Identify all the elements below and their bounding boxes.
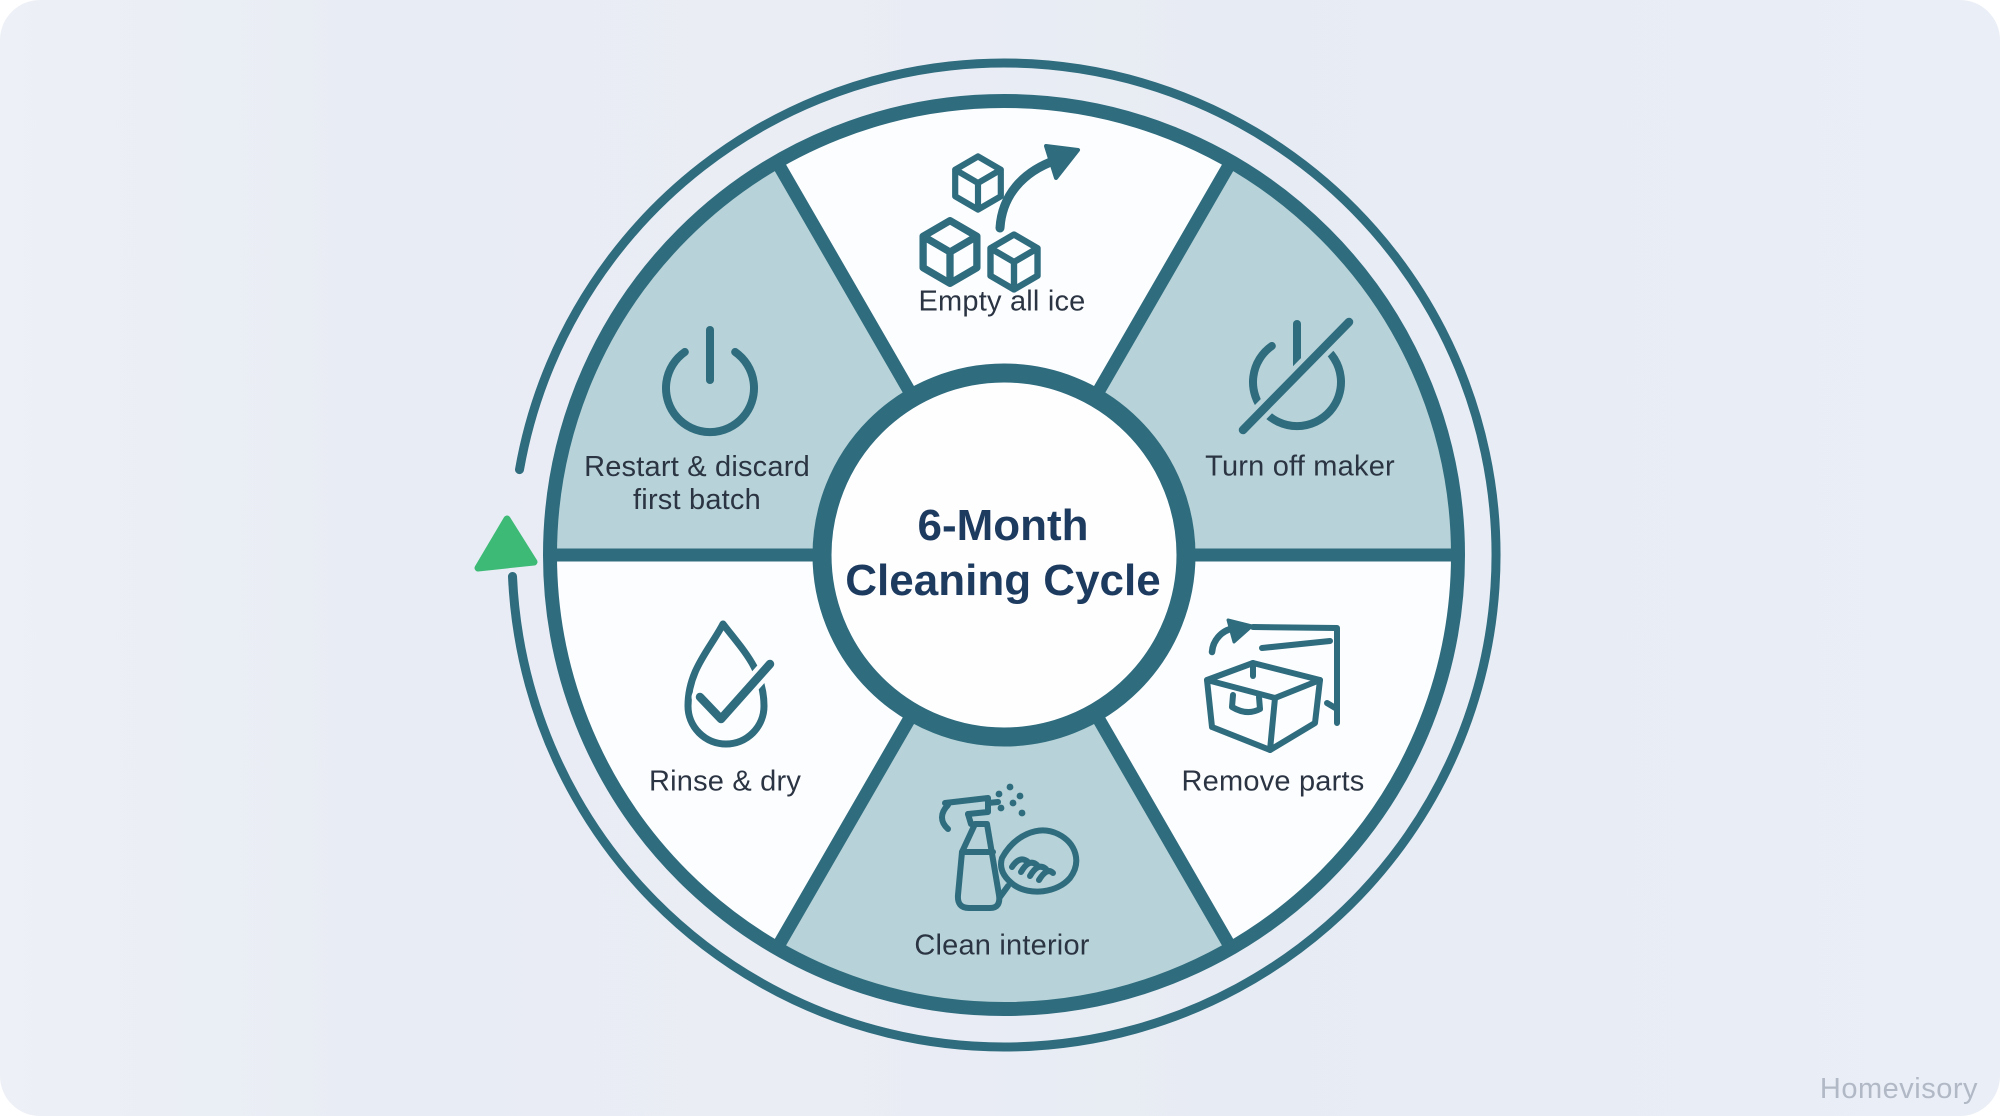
- step-label-restart-line2: first batch: [633, 484, 761, 516]
- watermark: Homevisory: [1819, 1073, 1978, 1105]
- step-label-remove-parts: Remove parts: [1181, 765, 1365, 798]
- segment-dividers: [555, 162, 1453, 948]
- step-label-rinse-dry: Rinse & dry: [648, 765, 802, 798]
- segment-clean-interior: [776, 555, 1232, 1010]
- cycle-outer-ring: [508, 58, 1501, 1052]
- droplet-check-icon: [684, 620, 779, 748]
- center-title-line1: 6-Month: [917, 501, 1089, 550]
- cycle-direction-arrow-icon: [474, 515, 538, 572]
- power-off-slash-icon: [1234, 313, 1358, 439]
- segment-empty-all-ice: [776, 100, 1232, 555]
- step-label-restart-line1: Restart & discard: [584, 451, 810, 483]
- center-circle: [812, 363, 1196, 747]
- center-title-line2: Cleaning Cycle: [845, 556, 1161, 605]
- basket-remove-icon: [1204, 618, 1340, 753]
- center-title: 6-Month Cleaning Cycle: [845, 498, 1160, 608]
- power-on-icon: [662, 326, 758, 436]
- spray-wipe-icon: [939, 783, 1080, 911]
- step-label-clean-interior: Clean interior: [914, 929, 1090, 962]
- step-label-empty-all-ice: Empty all ice: [918, 285, 1086, 318]
- wheel-border: [543, 94, 1465, 1016]
- step-label-restart-discard: Restart & discard first batch: [584, 451, 810, 517]
- step-label-turn-off-maker: Turn off maker: [1205, 450, 1395, 483]
- ice-cubes-arrow-icon: [923, 144, 1080, 289]
